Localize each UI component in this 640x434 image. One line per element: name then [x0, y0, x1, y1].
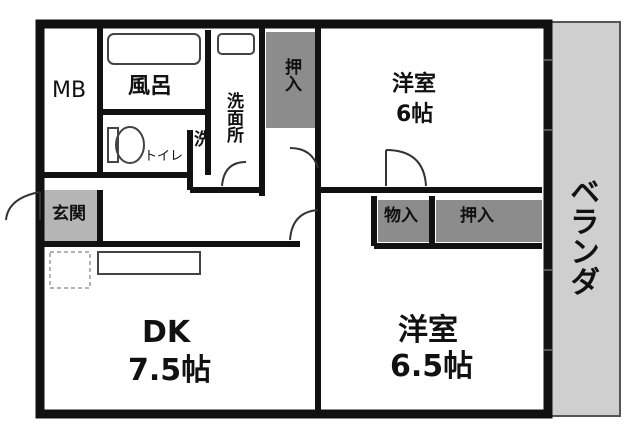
western-room-2-name: 洋室 — [398, 313, 458, 348]
windows — [544, 59, 552, 351]
western-room-1-name: 洋室 — [392, 72, 437, 97]
closet-top-label: 押入 — [281, 58, 301, 92]
mb-label: MB — [52, 78, 87, 103]
closet-mid-fill — [436, 200, 542, 242]
door-swings — [5, 147, 427, 241]
fridge-space — [49, 251, 91, 289]
entrance-label: 玄関 — [52, 204, 86, 224]
interior-walls — [40, 26, 542, 410]
wash-basin — [217, 33, 255, 55]
toilet-tank — [107, 127, 119, 163]
veranda-area — [547, 21, 621, 417]
dk-size: 7.5帖 — [128, 353, 212, 388]
entrance-fill — [44, 190, 100, 242]
storage-label: 物入 — [384, 206, 418, 226]
veranda-label: ベランダ — [564, 176, 599, 296]
dk-name: DK — [142, 315, 191, 350]
washer-label: 洗 — [194, 130, 211, 150]
closet-top-fill — [266, 32, 318, 128]
western-room-2-size: 6.5帖 — [390, 349, 474, 384]
western-room-1-size: 6帖 — [396, 102, 434, 127]
kitchen-counter — [97, 251, 201, 275]
closet-mid-label: 押入 — [460, 206, 494, 226]
bathtub — [107, 33, 201, 65]
toilet-bowl — [115, 126, 145, 164]
washroom-label: 洗面所 — [223, 92, 243, 143]
toilet-label: トイレ — [144, 149, 184, 164]
bath-label: 風呂 — [128, 74, 173, 99]
storage-fill — [378, 200, 430, 242]
